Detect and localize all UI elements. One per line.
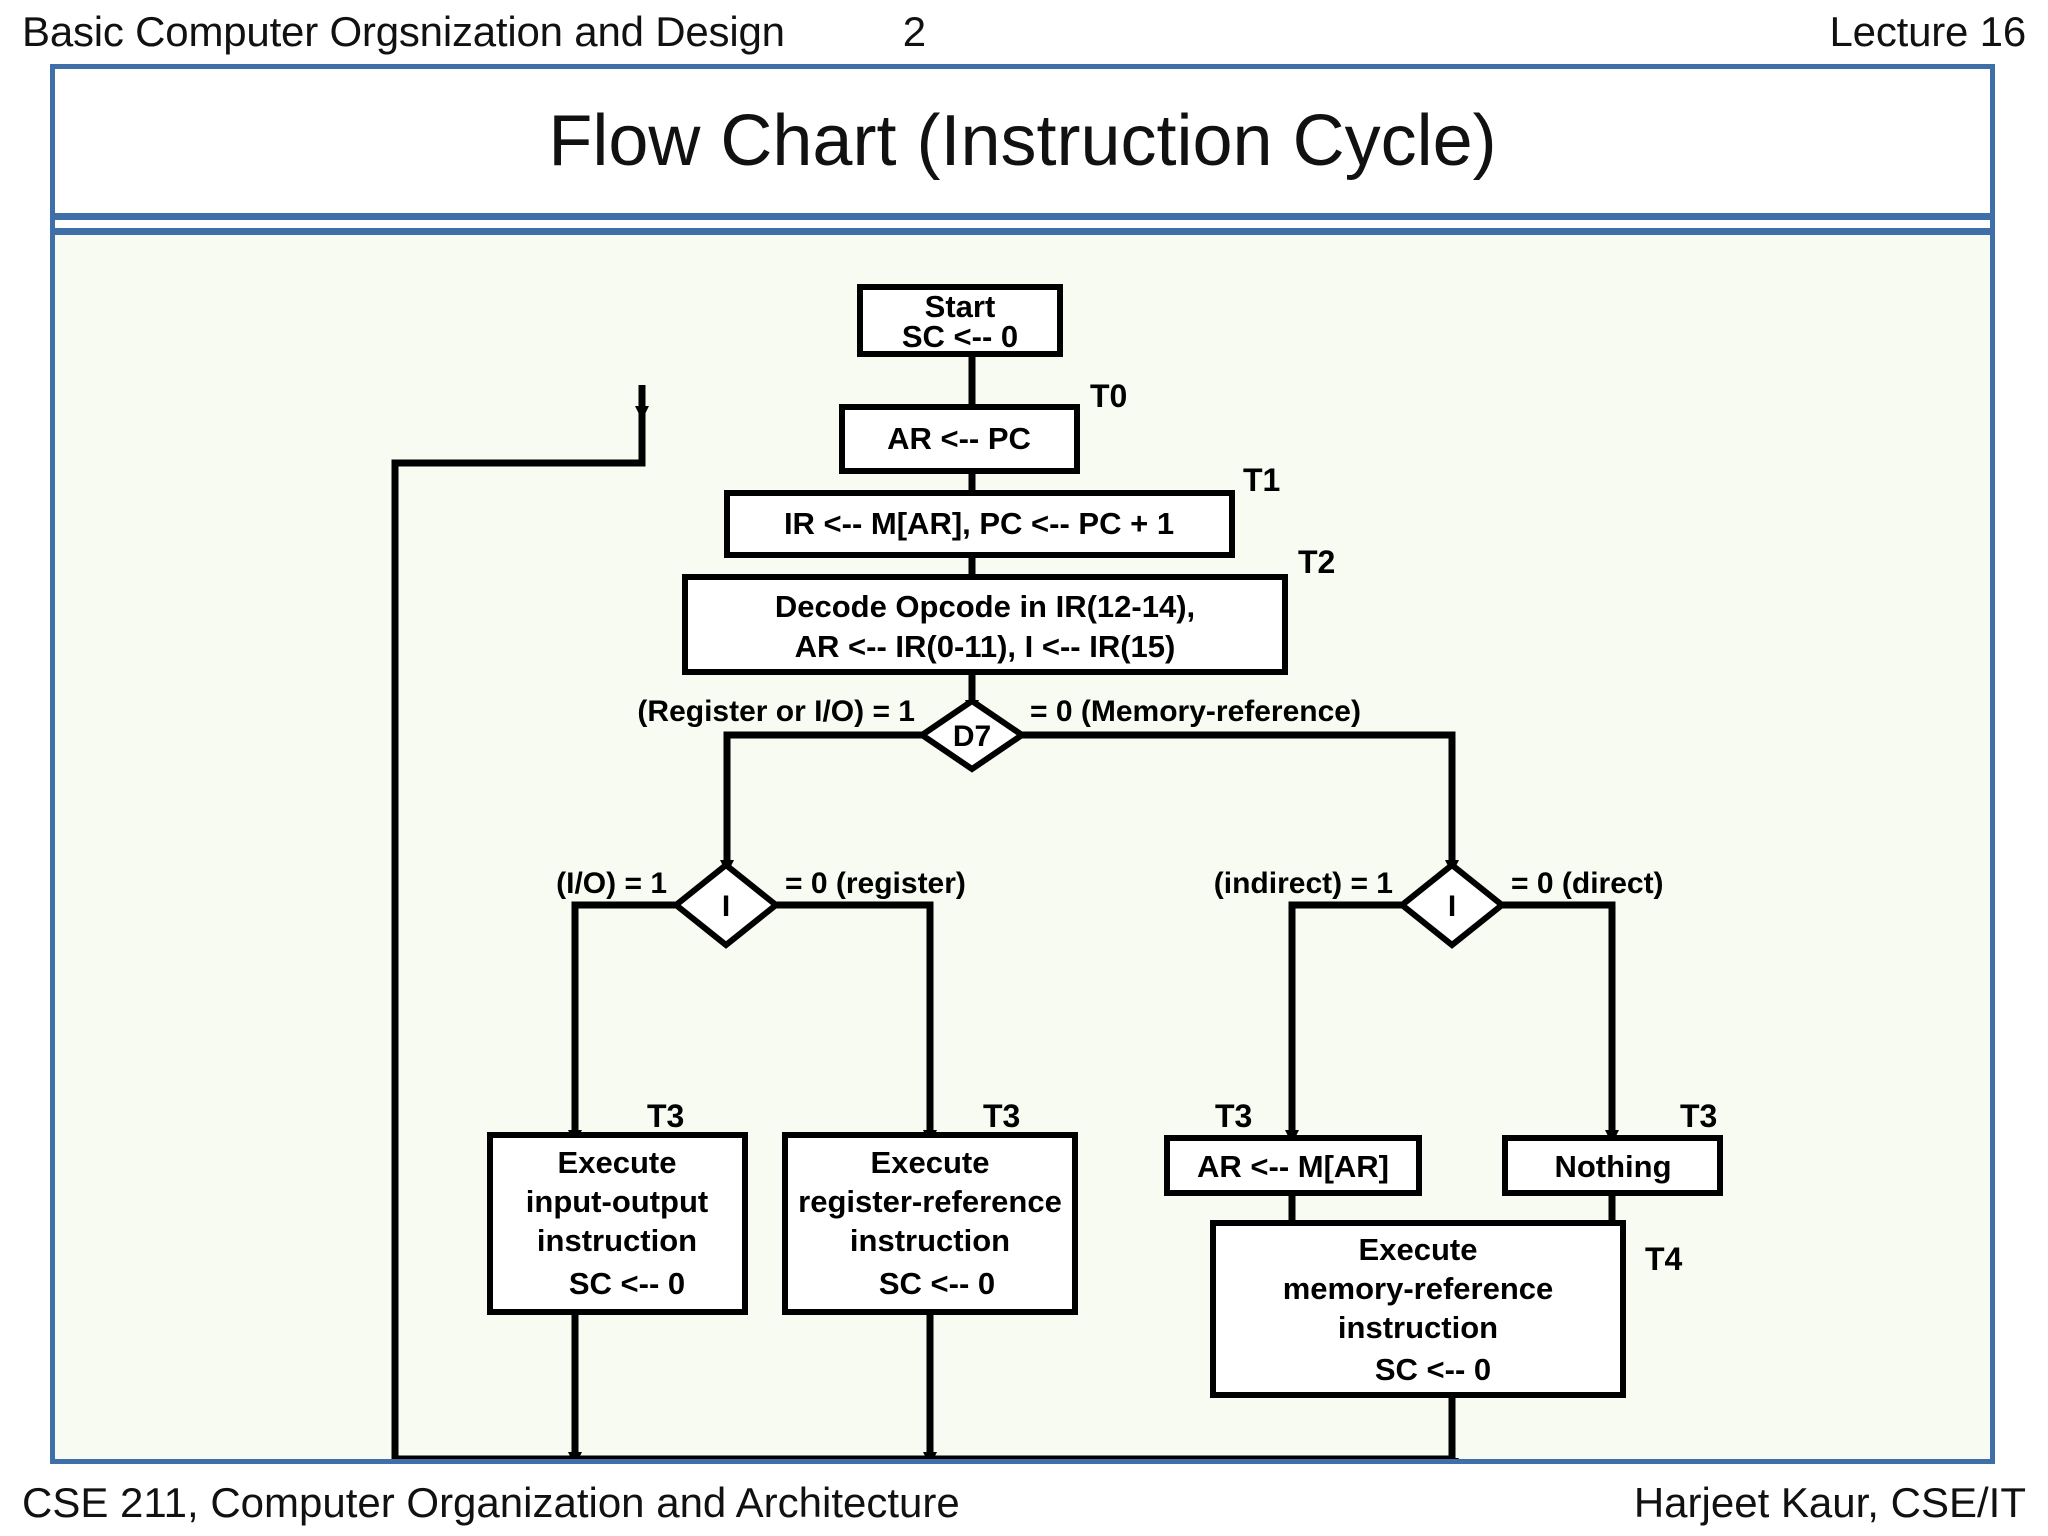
edge-feedback-loop (391, 403, 646, 1459)
i-left-right-branch-label: = 0 (register) (785, 867, 966, 900)
t2-box-line2: AR <-- IR(0-11), I <-- IR(15) (795, 629, 1176, 664)
slide-footer: CSE 211, Computer Organization and Archi… (0, 1470, 2048, 1536)
start-box (857, 284, 1063, 357)
slide-frame: Flow Chart (Instruction Cycle) (50, 64, 1995, 1464)
exec-io-line4: SC <-- 0 (569, 1266, 685, 1301)
slide-header: Basic Computer Orgsnization and Design 2… (0, 0, 2048, 64)
node-i-right: I (indirect) = 1 = 0 (direct) (1214, 861, 1664, 949)
node-start: Start SC <-- 0 (857, 284, 1063, 357)
edge-d7-right (1022, 731, 1456, 855)
start-box-line1: Start (925, 289, 996, 324)
nothing-timing-label: T3 (1680, 1098, 1717, 1134)
exec-io-box (487, 1132, 748, 1315)
node-exec-io: Execute input-output instruction SC <-- … (487, 1098, 748, 1315)
exec-mem-line2: memory-reference (1283, 1271, 1554, 1306)
i-right-diamond-text: I (1448, 890, 1456, 923)
slide-body: Start SC <-- 0 AR <-- PC T0 IR <-- M[AR]… (55, 235, 1990, 1459)
exec-mem-line4: SC <-- 0 (1375, 1352, 1491, 1387)
t2-box (682, 574, 1288, 675)
edge-ileft-left (571, 901, 676, 1125)
edge-ileft-right (776, 901, 934, 1125)
i-right-diamond (1397, 861, 1507, 949)
t0-timing-label: T0 (1090, 378, 1127, 414)
title-divider-bottom (55, 228, 1990, 235)
t0-box (839, 404, 1080, 474)
exec-mem-box (1210, 1220, 1626, 1398)
instruction-cycle-flowchart: Start SC <-- 0 AR <-- PC T0 IR <-- M[AR]… (391, 284, 1723, 1459)
ar-mar-timing-label: T3 (1215, 1098, 1252, 1134)
exec-mem-line3: instruction (1338, 1310, 1498, 1345)
header-left-title: Basic Computer Orgsnization and Design (22, 8, 785, 55)
exec-io-line1: Execute (558, 1145, 677, 1180)
exec-io-line3: instruction (537, 1223, 697, 1258)
t1-timing-label: T1 (1243, 462, 1280, 498)
node-exec-reg: Execute register-reference instruction S… (782, 1098, 1078, 1315)
edge-iright-left (1288, 901, 1402, 1125)
exec-reg-timing-label: T3 (983, 1098, 1020, 1134)
page-title: Flow Chart (Instruction Cycle) (548, 101, 1497, 181)
footer-course-label: CSE 211, Computer Organization and Archi… (22, 1479, 960, 1526)
i-left-diamond-text: I (722, 890, 730, 923)
header-page-number: 2 (902, 8, 926, 55)
slide-title-area: Flow Chart (Instruction Cycle) (55, 69, 1990, 213)
exec-mem-timing-label: T4 (1645, 1241, 1683, 1277)
t1-box-text: IR <-- M[AR], PC <-- PC + 1 (784, 506, 1174, 541)
i-right-right-branch-label: = 0 (direct) (1511, 867, 1664, 900)
exec-mem-line1: Execute (1359, 1232, 1478, 1267)
d7-diamond (916, 697, 1028, 773)
exec-io-timing-label: T3 (647, 1098, 684, 1134)
nothing-text: Nothing (1554, 1149, 1671, 1184)
node-i-left: I (I/O) = 1 = 0 (register) (556, 861, 966, 949)
node-ar-mar: AR <-- M[AR] T3 (1164, 1098, 1422, 1196)
start-box-line2: SC <-- 0 (902, 319, 1018, 354)
exec-io-line2: input-output (526, 1184, 708, 1219)
exec-reg-line2: register-reference (798, 1184, 1062, 1219)
node-t0: AR <-- PC T0 (839, 378, 1127, 474)
d7-left-branch-label: (Register or I/O) = 1 (637, 695, 915, 728)
ar-mar-text: AR <-- M[AR] (1197, 1149, 1389, 1184)
nothing-box (1502, 1135, 1723, 1196)
node-t2: Decode Opcode in IR(12-14), AR <-- IR(0-… (682, 544, 1335, 675)
exec-reg-line4: SC <-- 0 (879, 1266, 995, 1301)
header-right-title: Lecture 16 (1829, 8, 2027, 55)
node-exec-mem: Execute memory-reference instruction SC … (1210, 1220, 1683, 1398)
node-t1: IR <-- M[AR], PC <-- PC + 1 T1 (724, 462, 1280, 558)
edge-iright-right (1502, 901, 1616, 1125)
footer-author-label: Harjeet Kaur, CSE/IT (1633, 1479, 2026, 1526)
exec-reg-line3: instruction (850, 1223, 1010, 1258)
d7-diamond-text: D7 (953, 720, 991, 753)
ar-mar-box (1164, 1135, 1422, 1196)
i-left-diamond (671, 861, 781, 949)
t0-box-text: AR <-- PC (887, 421, 1031, 456)
i-right-left-branch-label: (indirect) = 1 (1214, 867, 1393, 900)
edge-d7-left (723, 731, 922, 855)
exec-reg-line1: Execute (871, 1145, 990, 1180)
node-nothing: Nothing T3 (1502, 1098, 1723, 1196)
i-left-left-branch-label: (I/O) = 1 (556, 867, 667, 900)
t1-box (724, 490, 1235, 558)
node-d7: D7 (Register or I/O) = 1 = 0 (Memory-ref… (637, 695, 1361, 773)
exec-reg-box (782, 1132, 1078, 1315)
title-divider-top (55, 213, 1990, 220)
d7-right-branch-label: = 0 (Memory-reference) (1030, 695, 1361, 728)
t2-timing-label: T2 (1298, 544, 1335, 580)
t2-box-line1: Decode Opcode in IR(12-14), (775, 589, 1195, 624)
